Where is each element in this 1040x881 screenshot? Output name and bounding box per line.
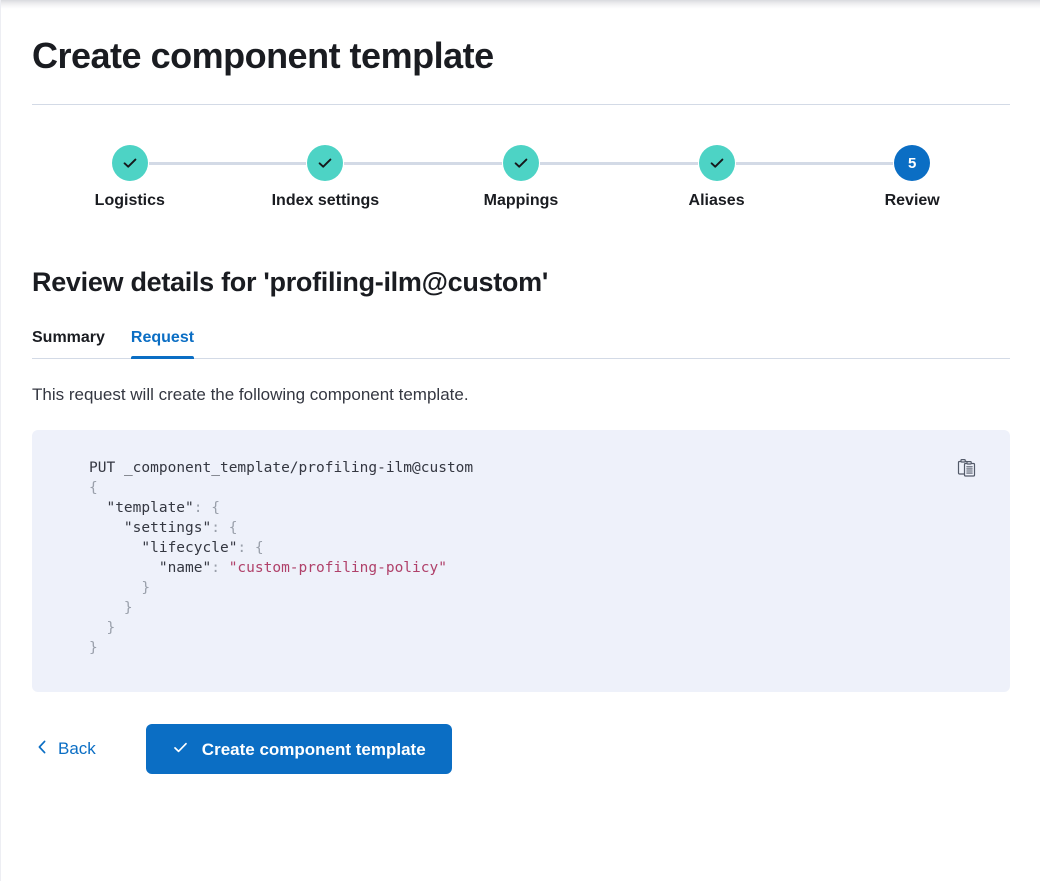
step-mappings-label: Mappings xyxy=(483,192,559,209)
step-index-settings-indicator[interactable] xyxy=(307,145,344,181)
step-connector-left xyxy=(618,162,698,165)
back-button[interactable]: Back xyxy=(32,733,100,766)
create-component-template-button[interactable]: Create component template xyxy=(145,724,452,774)
step-aliases-indicator[interactable] xyxy=(698,145,735,181)
step-index-settings-label: Index settings xyxy=(271,192,380,209)
step-logistics-indicator[interactable] xyxy=(111,145,148,181)
step-connector-left xyxy=(814,162,894,165)
check-icon xyxy=(121,154,139,172)
wizard-footer: Back Create component template xyxy=(32,724,1008,774)
code-http-path: _component_template/profiling-ilm@custom xyxy=(123,460,474,476)
tab-request[interactable]: Request xyxy=(130,329,195,359)
create-component-template-button-label: Create component template xyxy=(201,739,426,759)
wizard-stepper: Logistics Index settings xyxy=(32,145,1010,235)
header-divider xyxy=(32,104,1010,105)
step-connector-right xyxy=(344,162,424,165)
step-mappings-indicator[interactable] xyxy=(502,145,539,181)
request-description: This request will create the following c… xyxy=(32,385,469,404)
create-component-template-page: Create component template Logistics xyxy=(32,35,1010,774)
step-connector-left xyxy=(227,162,307,165)
check-icon xyxy=(172,739,189,759)
request-code-block: PUT _component_template/profiling-ilm@cu… xyxy=(32,430,1010,692)
step-connector-left xyxy=(423,162,502,165)
step-aliases-label: Aliases xyxy=(688,192,745,209)
check-icon xyxy=(512,154,530,172)
step-mappings[interactable]: Mappings xyxy=(423,145,619,210)
step-review[interactable]: 5 Review xyxy=(814,145,1010,210)
step-aliases[interactable]: Aliases xyxy=(618,145,815,210)
step-review-label: Review xyxy=(884,192,940,209)
check-icon xyxy=(708,154,726,172)
step-logistics[interactable]: Logistics xyxy=(32,145,228,210)
tab-summary[interactable]: Summary xyxy=(32,329,105,358)
review-title: Review details for 'profiling-ilm@custom… xyxy=(32,267,548,297)
step-logistics-label: Logistics xyxy=(94,192,165,209)
code-http-method: PUT xyxy=(89,460,116,476)
back-button-label: Back xyxy=(58,739,96,758)
step-connector-right xyxy=(539,162,619,165)
page-title: Create component template xyxy=(32,35,494,76)
step-connector-right xyxy=(735,162,815,165)
code-lifecycle-name-value: "custom-profiling-policy" xyxy=(228,560,447,576)
check-icon xyxy=(316,154,334,172)
step-index-settings[interactable]: Index settings xyxy=(227,145,424,210)
step-review-indicator[interactable]: 5 xyxy=(894,145,931,181)
step-connector-right xyxy=(148,162,228,165)
clipboard-copy-icon[interactable] xyxy=(954,455,980,481)
chevron-left-icon xyxy=(36,739,49,760)
request-code-text: PUT _component_template/profiling-ilm@cu… xyxy=(89,460,474,656)
step-review-number: 5 xyxy=(908,154,917,172)
review-tabs: Summary Request xyxy=(32,329,1010,359)
